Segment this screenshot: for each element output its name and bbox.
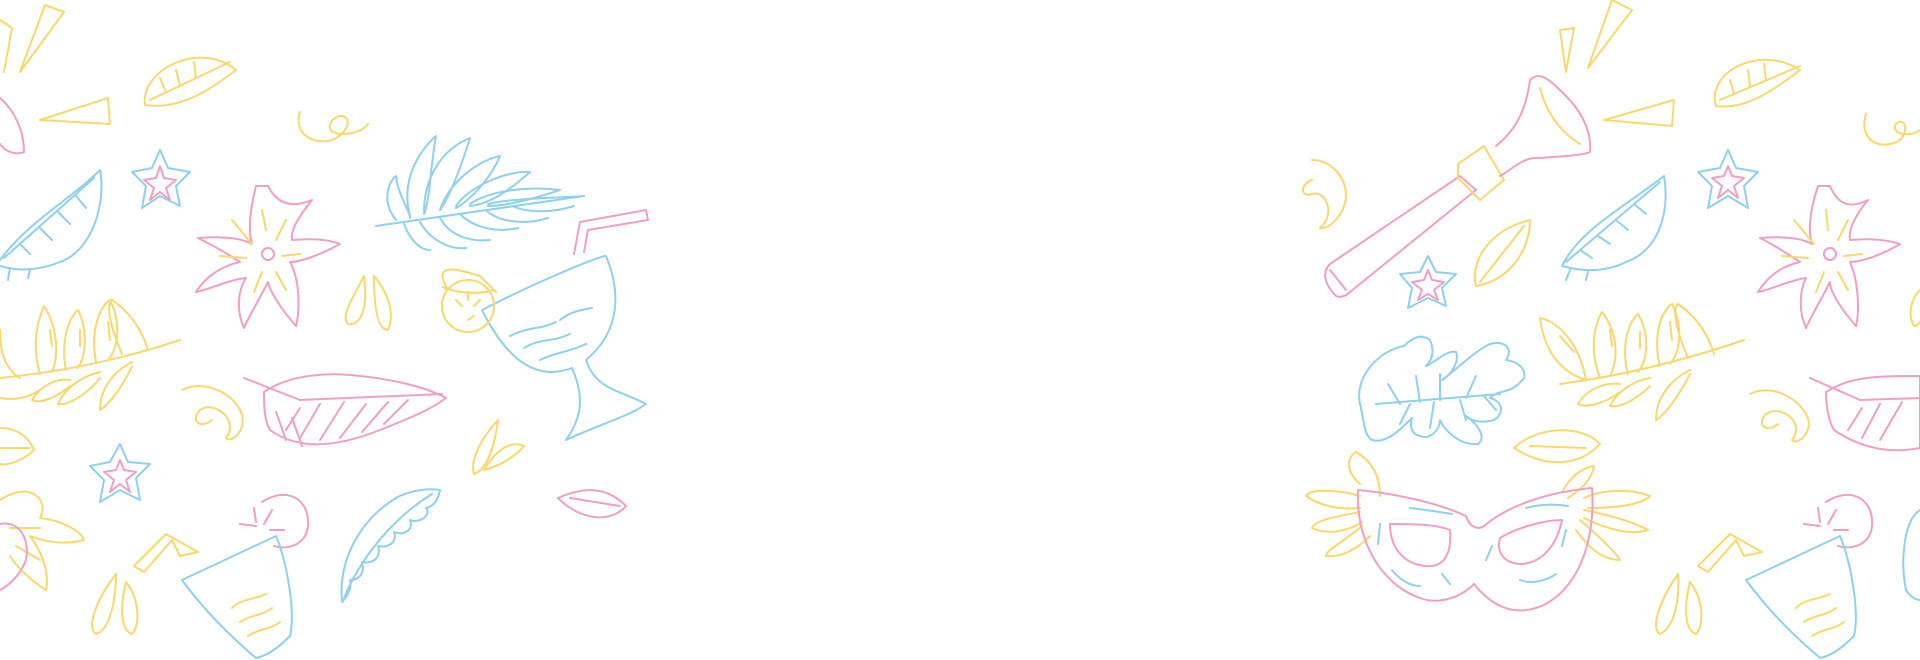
yellow-swirl-icon	[297, 111, 369, 143]
right-cluster	[1302, 0, 1920, 659]
blue-cocktail-glass-icon	[1745, 535, 1857, 659]
pink-straw-icon	[573, 209, 649, 255]
flower-stamen-lines	[219, 209, 301, 293]
pink-half-flower-icon	[0, 522, 28, 591]
yellow-leaf-icon	[1474, 219, 1531, 287]
pink-star-flower-icon	[1399, 149, 1759, 309]
yellow-swirl-icon	[181, 385, 244, 441]
pink-crescent-icon	[0, 97, 25, 155]
citrus-segments	[239, 507, 285, 531]
yellow-leaf-edge-icon	[1909, 289, 1920, 327]
yellow-drops-icon	[1655, 573, 1703, 635]
pink-star-flower-icon	[131, 149, 191, 209]
blue-leaf-icon	[1561, 175, 1667, 281]
mask-trim-lines	[1377, 503, 1569, 587]
yellow-triangle-icon	[1559, 0, 1633, 73]
yellow-leaf-icon	[1713, 58, 1801, 108]
pink-carnival-mask-icon	[1356, 487, 1594, 612]
yellow-branch-icon	[0, 299, 181, 411]
left-cluster	[0, 4, 649, 659]
blue-cocktail-glass-icon	[181, 535, 293, 659]
yellow-cone-icon	[133, 533, 199, 573]
pink-petal-icon	[557, 489, 627, 519]
yellow-drops-icon	[344, 275, 392, 331]
yellow-triangle-icon	[0, 4, 65, 73]
yellow-drops-icon	[472, 419, 525, 475]
yellow-swirl-icon	[1749, 389, 1810, 443]
yellow-leaf-icon	[0, 427, 35, 466]
pink-feather-icon	[243, 373, 447, 447]
yellow-cone-icon	[1603, 99, 1675, 127]
yellow-cone-icon	[1697, 533, 1763, 573]
cocktail-liquid-lines	[1795, 593, 1845, 637]
yellow-citrus-icon	[0, 490, 85, 591]
pink-star-flower-inner	[103, 459, 137, 493]
yellow-swirl-icon	[1302, 159, 1347, 230]
flower-stamen-lines	[1781, 209, 1863, 293]
blue-leaf-icon	[0, 169, 103, 281]
blue-monstera-leaf-icon	[1358, 335, 1526, 446]
yellow-cone-icon	[39, 97, 111, 125]
bottle-shine	[1539, 87, 1581, 145]
yellow-lime-icon	[441, 268, 498, 333]
blue-wine-glass-icon	[481, 255, 647, 441]
blue-palm-leaf-icon	[340, 488, 441, 603]
blue-palm-leaf-icon	[375, 135, 585, 251]
yellow-leaf-icon	[143, 56, 237, 107]
pink-star-flower-inner	[1411, 165, 1745, 301]
yellow-branch-icon	[1539, 303, 1745, 421]
pink-citrus-icon	[1803, 493, 1874, 549]
yellow-swirl-icon	[1863, 113, 1920, 146]
yellow-petal-icon	[1513, 429, 1601, 464]
pink-star-flower-icon	[89, 443, 151, 503]
yellow-drops-icon	[91, 573, 139, 635]
pink-citrus-icon	[261, 493, 310, 549]
cocktail-liquid-lines	[231, 593, 281, 637]
pink-bottle-icon	[1324, 75, 1592, 298]
pink-flower-icon	[1757, 185, 1901, 329]
pink-flower-icon	[195, 185, 341, 329]
blue-leaf-edge-icon	[1902, 509, 1920, 601]
pink-feather-icon	[1809, 375, 1920, 452]
